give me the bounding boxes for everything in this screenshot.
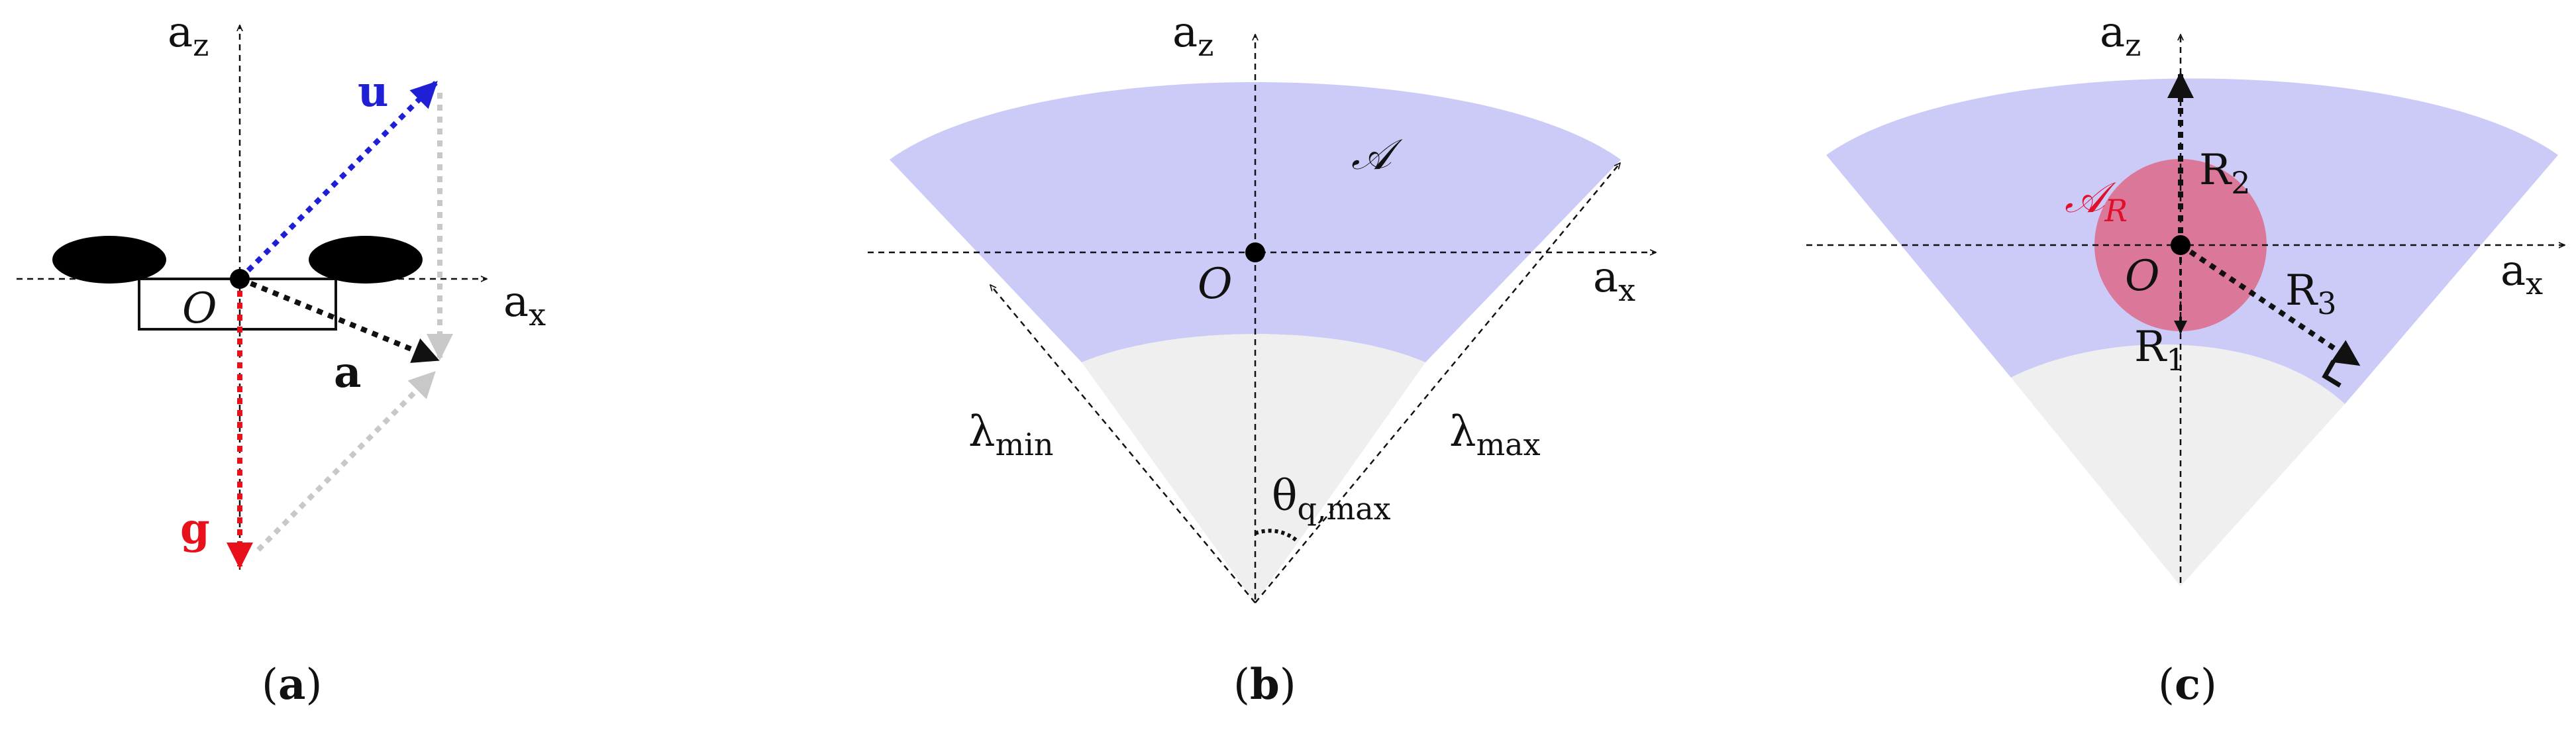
panel-a-az-label: az <box>168 8 209 63</box>
panel-c-origin-point <box>2171 235 2190 255</box>
g-projection-line <box>256 371 436 552</box>
r1-label: R1 <box>2134 323 2185 378</box>
panel-b-az-label: az <box>1172 8 1213 63</box>
theta-arc <box>1255 529 1300 544</box>
panel-b-caption: (b) <box>1233 660 1296 709</box>
panel-a: az ax O u a g (a) <box>17 8 546 709</box>
lambda-min-label: λmin <box>968 407 1054 462</box>
drone-rotor-right <box>309 236 423 284</box>
g-vector-label: g <box>180 504 210 554</box>
drone-rotor-left <box>52 236 166 284</box>
panel-c-origin-label: O <box>2125 252 2159 301</box>
panel-c-excluded-cone <box>2011 344 2345 586</box>
a-vector-label: a <box>334 348 361 397</box>
panel-a-ax-label: ax <box>503 278 546 333</box>
panel-c-ax-label: ax <box>2500 246 2543 301</box>
panel-a-origin-label: O <box>182 284 217 333</box>
panel-a-origin-point <box>230 269 250 289</box>
panel-b-admissible-region <box>890 82 1621 362</box>
panel-b-ax-label: ax <box>1593 253 1635 308</box>
theta-label: θq,max <box>1272 472 1391 527</box>
lambda-min-line <box>990 285 1256 603</box>
panel-c-caption: (c) <box>2158 660 2217 709</box>
panel-b: az ax O 𝒜 λmin λmax θq,max (b) <box>868 8 1656 709</box>
panel-b-origin-label: O <box>1198 260 1232 309</box>
u-vector <box>238 81 438 281</box>
r3-label: R3 <box>2285 266 2336 321</box>
u-vector-label: u <box>358 67 389 117</box>
panel-b-excluded-cone <box>1082 334 1425 603</box>
right-angle-mark <box>2322 360 2342 388</box>
panel-b-origin-point <box>1245 242 1265 262</box>
r2-label: R2 <box>2199 146 2250 201</box>
panel-c: az ax O 𝒜R R2 R1 R3 (c) <box>1806 8 2565 709</box>
panel-a-caption: (a) <box>262 660 322 709</box>
panel-c-az-label: az <box>2100 8 2141 63</box>
lambda-max-label: λmax <box>1449 407 1541 462</box>
